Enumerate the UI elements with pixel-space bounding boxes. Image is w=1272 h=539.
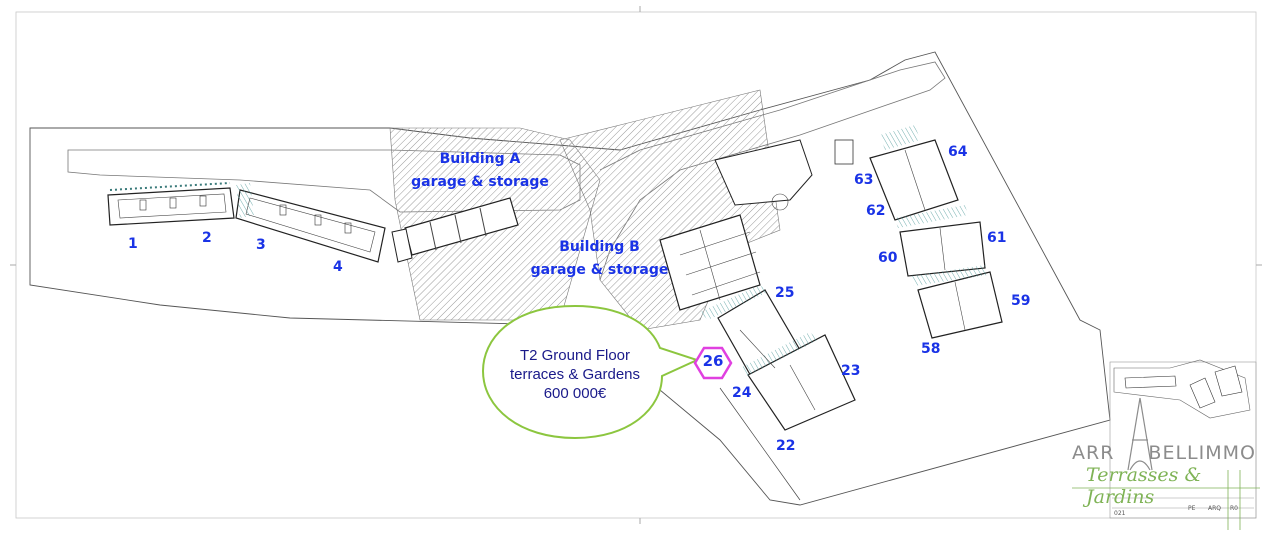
building-b-block [659,214,761,311]
brand-logo-part-2: BELLIMMO [1148,442,1256,464]
unit-label-63[interactable]: 63 [854,172,874,188]
unit-label-22[interactable]: 22 [776,438,796,454]
unit-label-23[interactable]: 23 [841,363,861,379]
building-a-use: garage & storage [411,174,549,190]
building-a-label: Building A garage & storage [405,148,555,194]
unit-label-26[interactable]: 26 [702,352,724,370]
unit-label-25[interactable]: 25 [775,285,795,301]
building-row-1-2 [107,182,235,226]
price-bubble-line-2: terraces & Gardens [509,366,641,383]
price-bubble-line-3: 600 000€ [543,385,607,402]
unit-label-1[interactable]: 1 [128,236,138,252]
building-a-block [391,197,519,263]
building-b-name: Building B [559,239,640,255]
building-row-3-4 [235,183,386,263]
brand-tagline: Terrasses & Jardins [1086,464,1202,508]
service-building [714,139,854,211]
brand-logo: ARR BELLIMMO [1072,442,1256,464]
unit-label-64[interactable]: 64 [948,144,968,160]
unit-label-59[interactable]: 59 [1011,293,1031,309]
title-block-discipline: ARQ [1208,505,1221,512]
unit-label-62[interactable]: 62 [866,203,886,219]
unit-label-24[interactable]: 24 [732,385,752,401]
price-bubble-text: T2 Ground Floor terraces & Gardens 600 0… [500,346,650,403]
unit-26-hexagon [693,346,733,380]
title-block-phase: PE [1188,505,1196,512]
unit-label-4[interactable]: 4 [333,259,343,275]
title-block-sheet: 021 [1114,510,1126,517]
unit-label-3[interactable]: 3 [256,237,266,253]
unit-label-61[interactable]: 61 [987,230,1007,246]
unit-label-60[interactable]: 60 [878,250,898,266]
building-a-name: Building A [439,151,521,167]
price-bubble [481,304,700,440]
brand-logo-part-1: ARR [1072,442,1115,464]
unit-label-2[interactable]: 2 [202,230,212,246]
building-b-label: Building B garage & storage [522,236,677,282]
title-block-rev: R0 [1230,505,1238,512]
logo-frame-lines [1072,470,1260,530]
building-b-use: garage & storage [530,262,669,278]
building-b-garage-hatch [559,89,781,331]
eiffel-tower-logo [1127,397,1153,471]
building-cluster-58-64 [869,125,1003,339]
unit-label-58[interactable]: 58 [921,341,941,357]
building-wing-22-26 [700,285,856,501]
price-bubble-line-1: T2 Ground Floor [519,347,631,364]
key-plan [1109,359,1257,519]
